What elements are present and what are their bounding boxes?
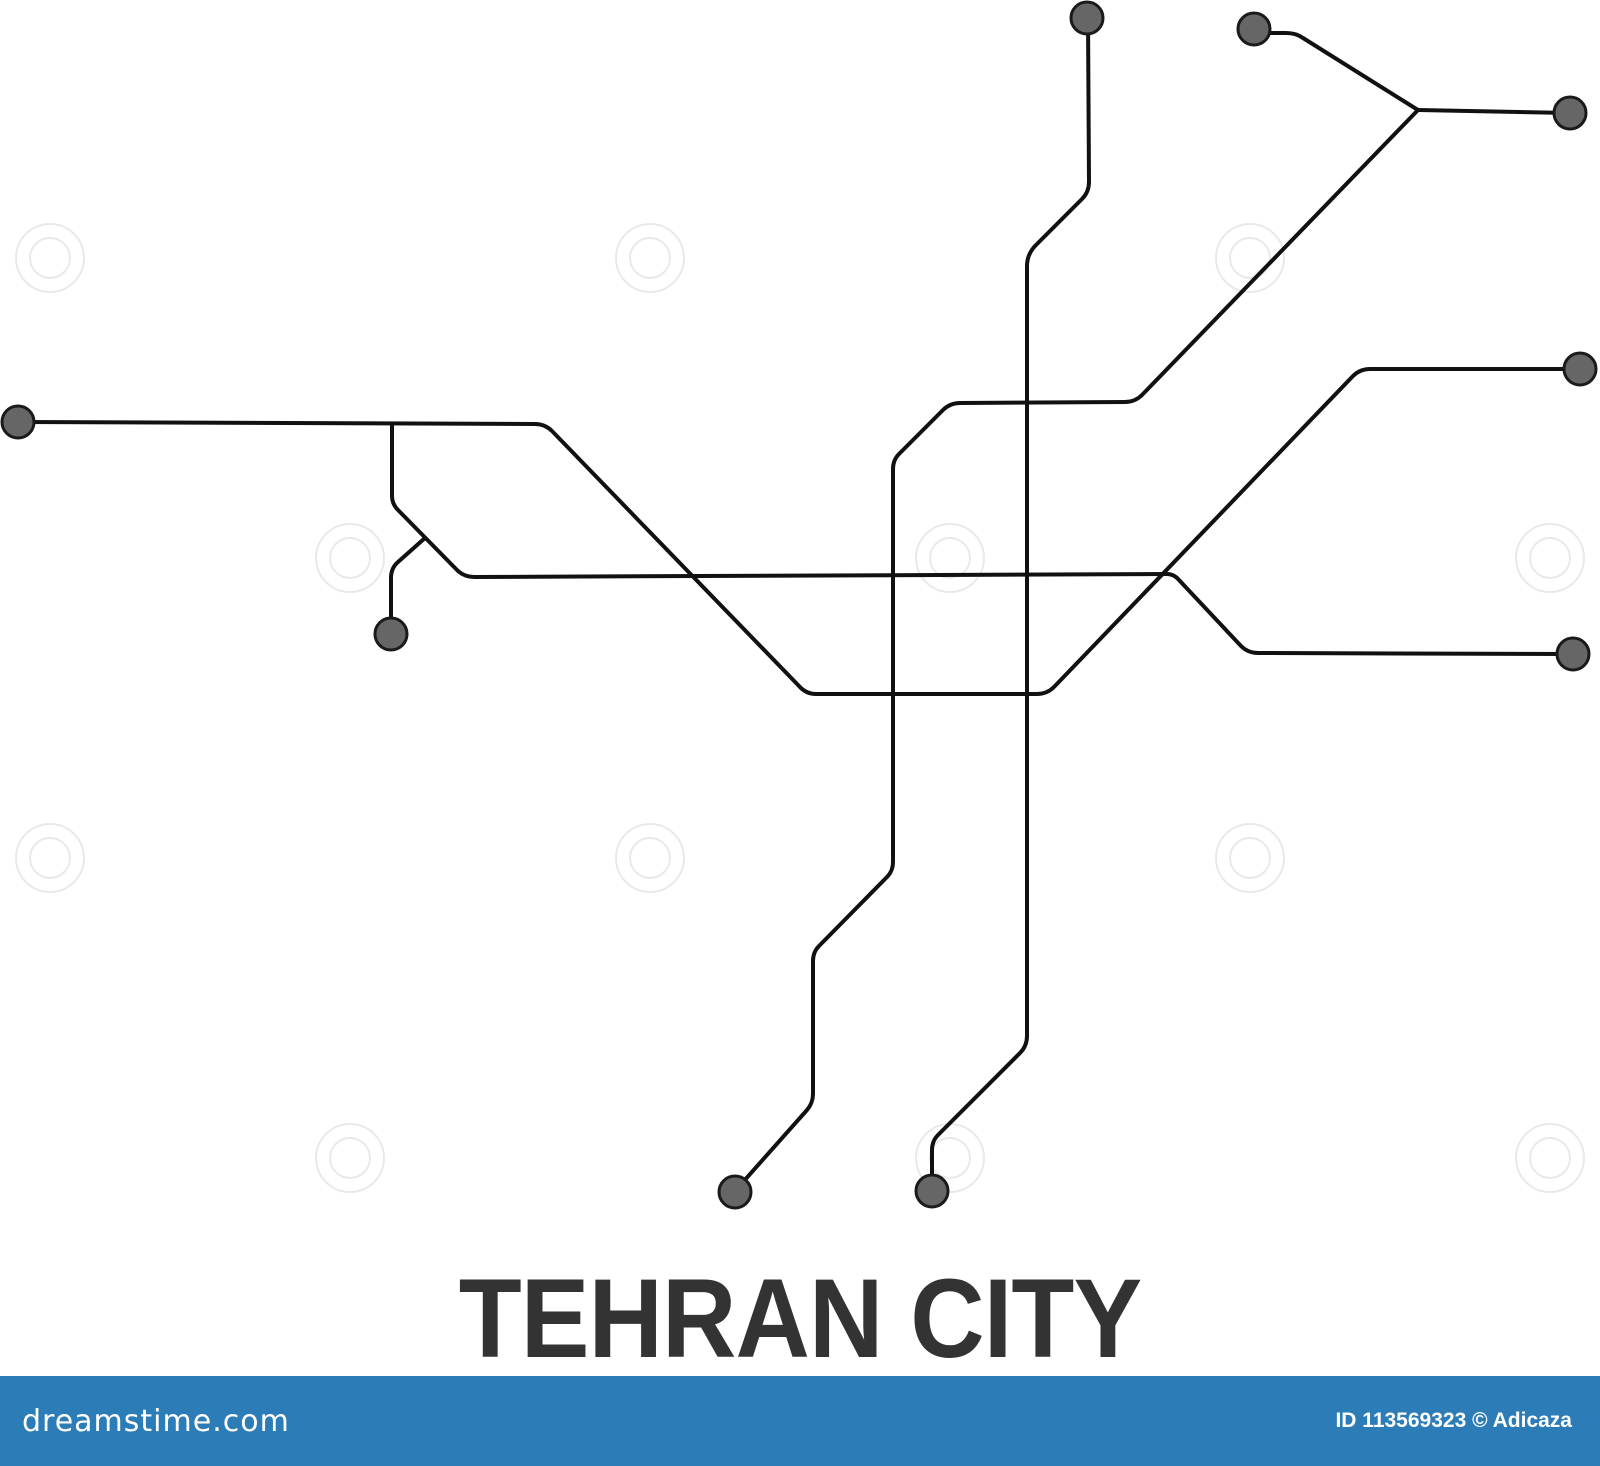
footer-bar: dreamstime.com ID 113569323 © Adicaza (0, 1376, 1600, 1466)
line-north-south-east (930, 16, 1091, 1192)
metro-lines (16, 16, 1582, 1193)
map-title: TEHRAN CITY (458, 1256, 1142, 1381)
station-terminal (914, 1173, 950, 1209)
station-terminal (1069, 0, 1105, 36)
watermark (15, 223, 1585, 1193)
station-terminal (1236, 11, 1272, 47)
station-terminal (1562, 351, 1598, 387)
station-terminal (717, 1174, 753, 1210)
metro-map (0, 0, 1598, 1210)
station-terminal (1555, 636, 1591, 672)
station-terminal (373, 616, 409, 652)
line-north-south-west (733, 31, 1420, 1193)
station-terminal (0, 404, 36, 440)
line-northeast-branch (1416, 108, 1572, 115)
footer-image-id: ID 113569323 © Adicaza (1335, 1409, 1572, 1432)
line-east-west (16, 367, 1582, 696)
station-terminal (1552, 95, 1588, 131)
stations (0, 0, 1598, 1210)
footer-logo-text[interactable]: dreamstime.com (22, 1403, 290, 1439)
line-west-branch (389, 536, 427, 636)
line-west-loop (390, 422, 1575, 656)
